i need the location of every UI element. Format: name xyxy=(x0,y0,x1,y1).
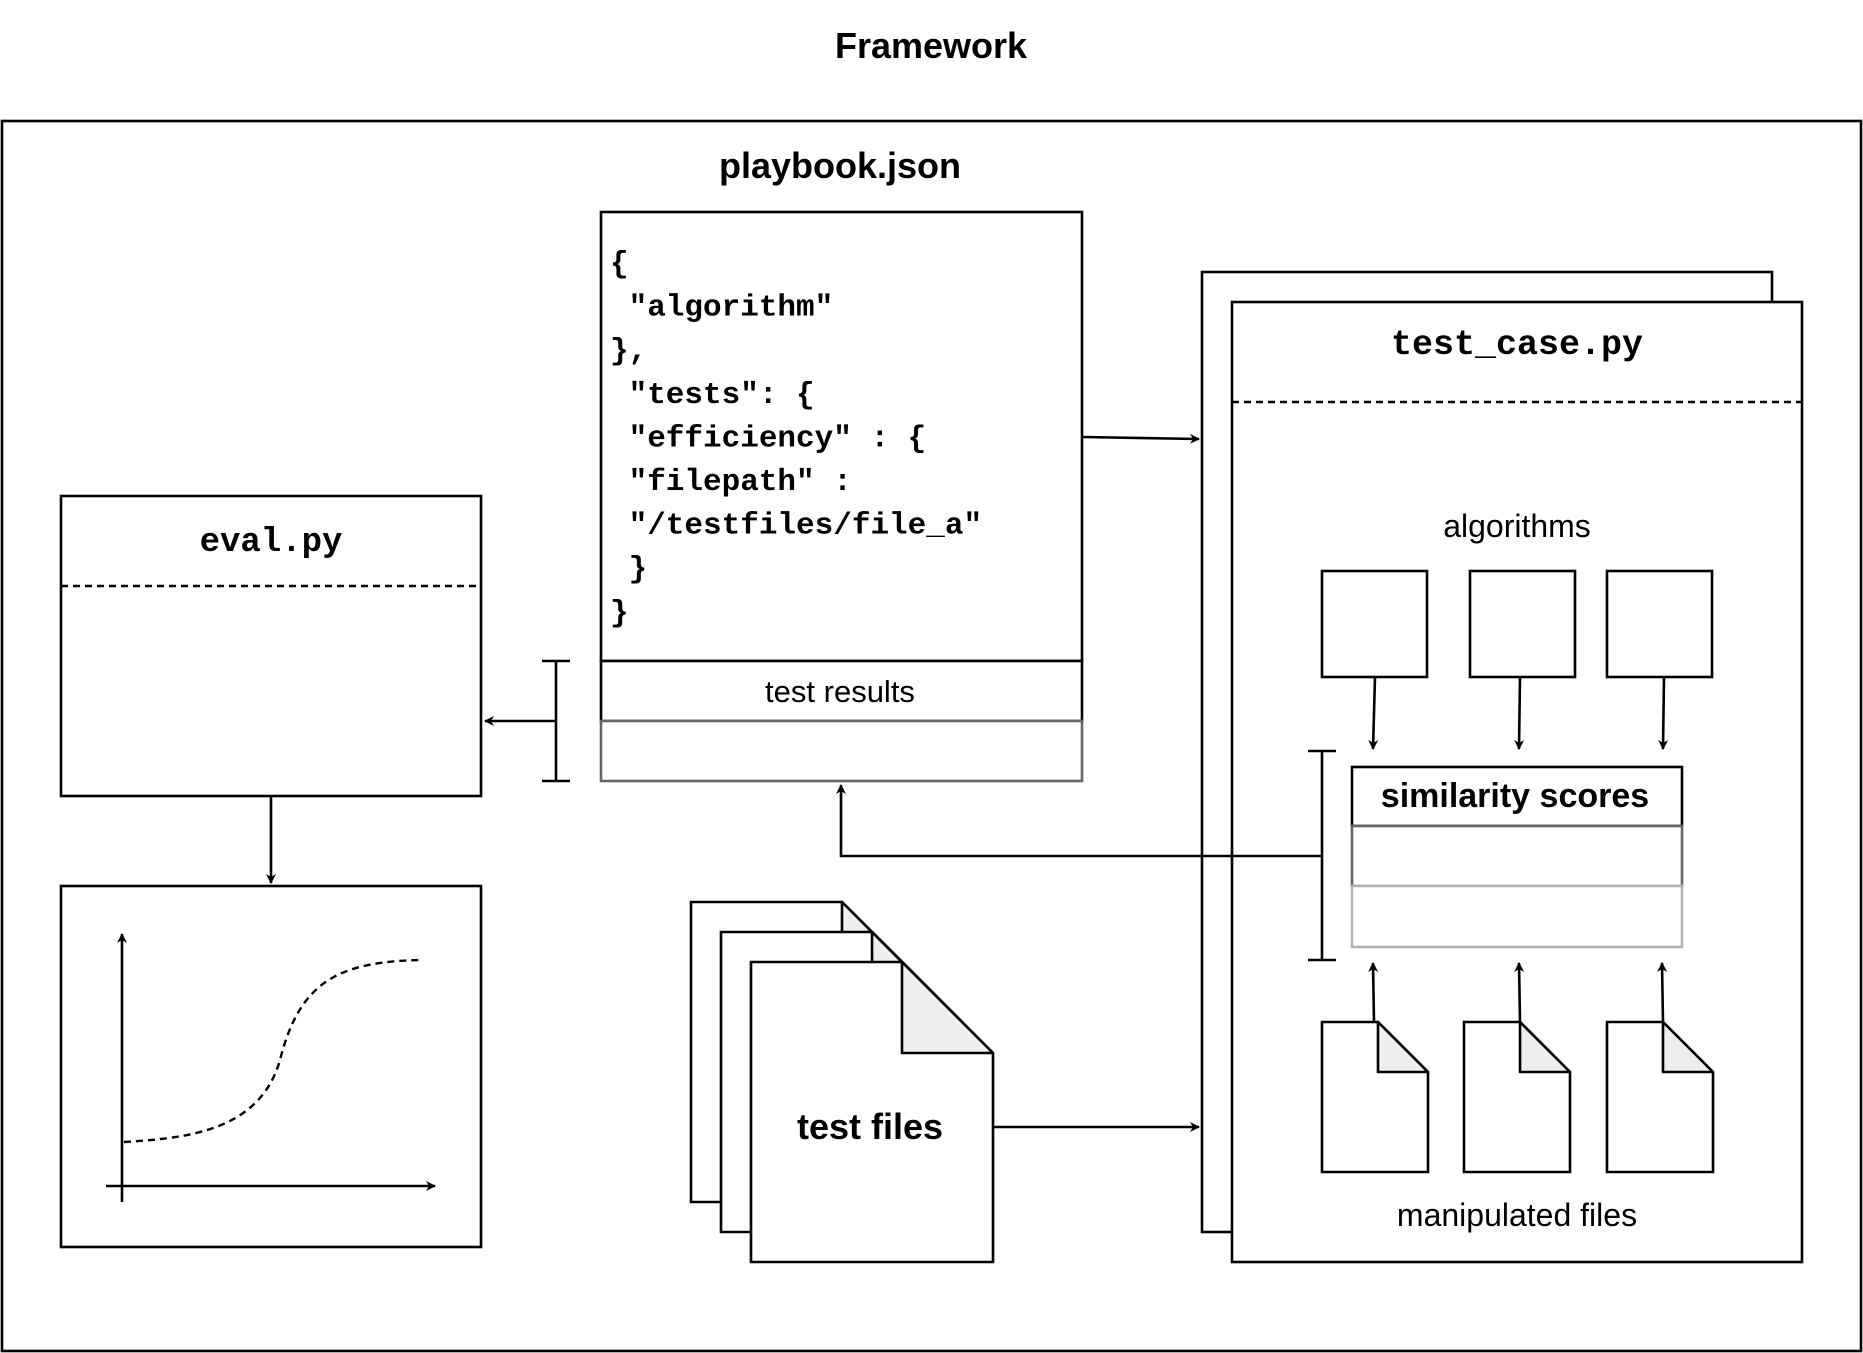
algorithm-arrow-2 xyxy=(1514,676,1525,750)
playbook-json: playbook.json { "algorithm"}, "tests": {… xyxy=(599,145,1084,783)
manipulated-file-3 xyxy=(1605,1020,1715,1174)
manipulated-arrow-3 xyxy=(1657,962,1668,1023)
plot-curve xyxy=(123,958,421,1144)
code-line: } xyxy=(610,552,647,587)
similarity-row-2 xyxy=(1350,884,1684,949)
test-results-label: test results xyxy=(765,674,915,709)
manipulated-file-2 xyxy=(1462,1020,1572,1174)
playbook-code-box xyxy=(599,210,1084,663)
diagram-title: Framework xyxy=(835,25,1028,66)
test-file-page-3 xyxy=(749,960,995,1264)
playbook-title: playbook.json xyxy=(719,145,961,186)
plot-frame xyxy=(59,884,483,1249)
code-line: } xyxy=(610,596,629,631)
code-line: "algorithm" xyxy=(610,291,833,326)
similarity-scores-label: similarity scores xyxy=(1381,777,1649,815)
algorithm-arrow-1 xyxy=(1368,676,1379,750)
code-line: "filepath" : xyxy=(610,465,852,500)
code-line: { xyxy=(610,247,629,282)
algorithm-arrow-3 xyxy=(1658,676,1669,750)
test-results-row xyxy=(599,719,1084,783)
code-line: }, xyxy=(610,334,647,369)
manipulated-arrow-1 xyxy=(1368,962,1379,1023)
test-files-label: test files xyxy=(797,1106,943,1147)
similarity-row-1 xyxy=(1350,824,1684,888)
test-results-header xyxy=(599,659,1084,723)
test-case-py: test_case.py algorithms similarity score… xyxy=(1200,270,1808,1264)
eval-py: eval.py xyxy=(59,494,483,798)
algorithms-label: algorithms xyxy=(1443,508,1591,544)
plot-box xyxy=(59,884,483,1249)
playbook-to-test-case-arrow xyxy=(1081,433,1200,444)
code-line: "/testfiles/file_a" xyxy=(610,509,982,544)
scores-to-results-arrow xyxy=(836,784,1322,858)
algorithm-box-1 xyxy=(1320,569,1429,679)
algorithm-box-2 xyxy=(1468,569,1577,679)
manipulated-files-label: manipulated files xyxy=(1397,1197,1637,1233)
test-files: test files xyxy=(689,900,995,1264)
playbook-code: { "algorithm"}, "tests": { "efficiency" … xyxy=(610,247,982,631)
eval-box xyxy=(59,494,483,798)
manipulated-arrow-2 xyxy=(1514,962,1525,1023)
manipulated-file-1 xyxy=(1320,1020,1430,1174)
algorithm-box-3 xyxy=(1605,569,1714,679)
eval-title: eval.py xyxy=(200,524,343,562)
code-line: "efficiency" : { xyxy=(610,421,926,456)
test-case-title: test_case.py xyxy=(1391,325,1643,365)
code-line: "tests": { xyxy=(610,378,815,413)
